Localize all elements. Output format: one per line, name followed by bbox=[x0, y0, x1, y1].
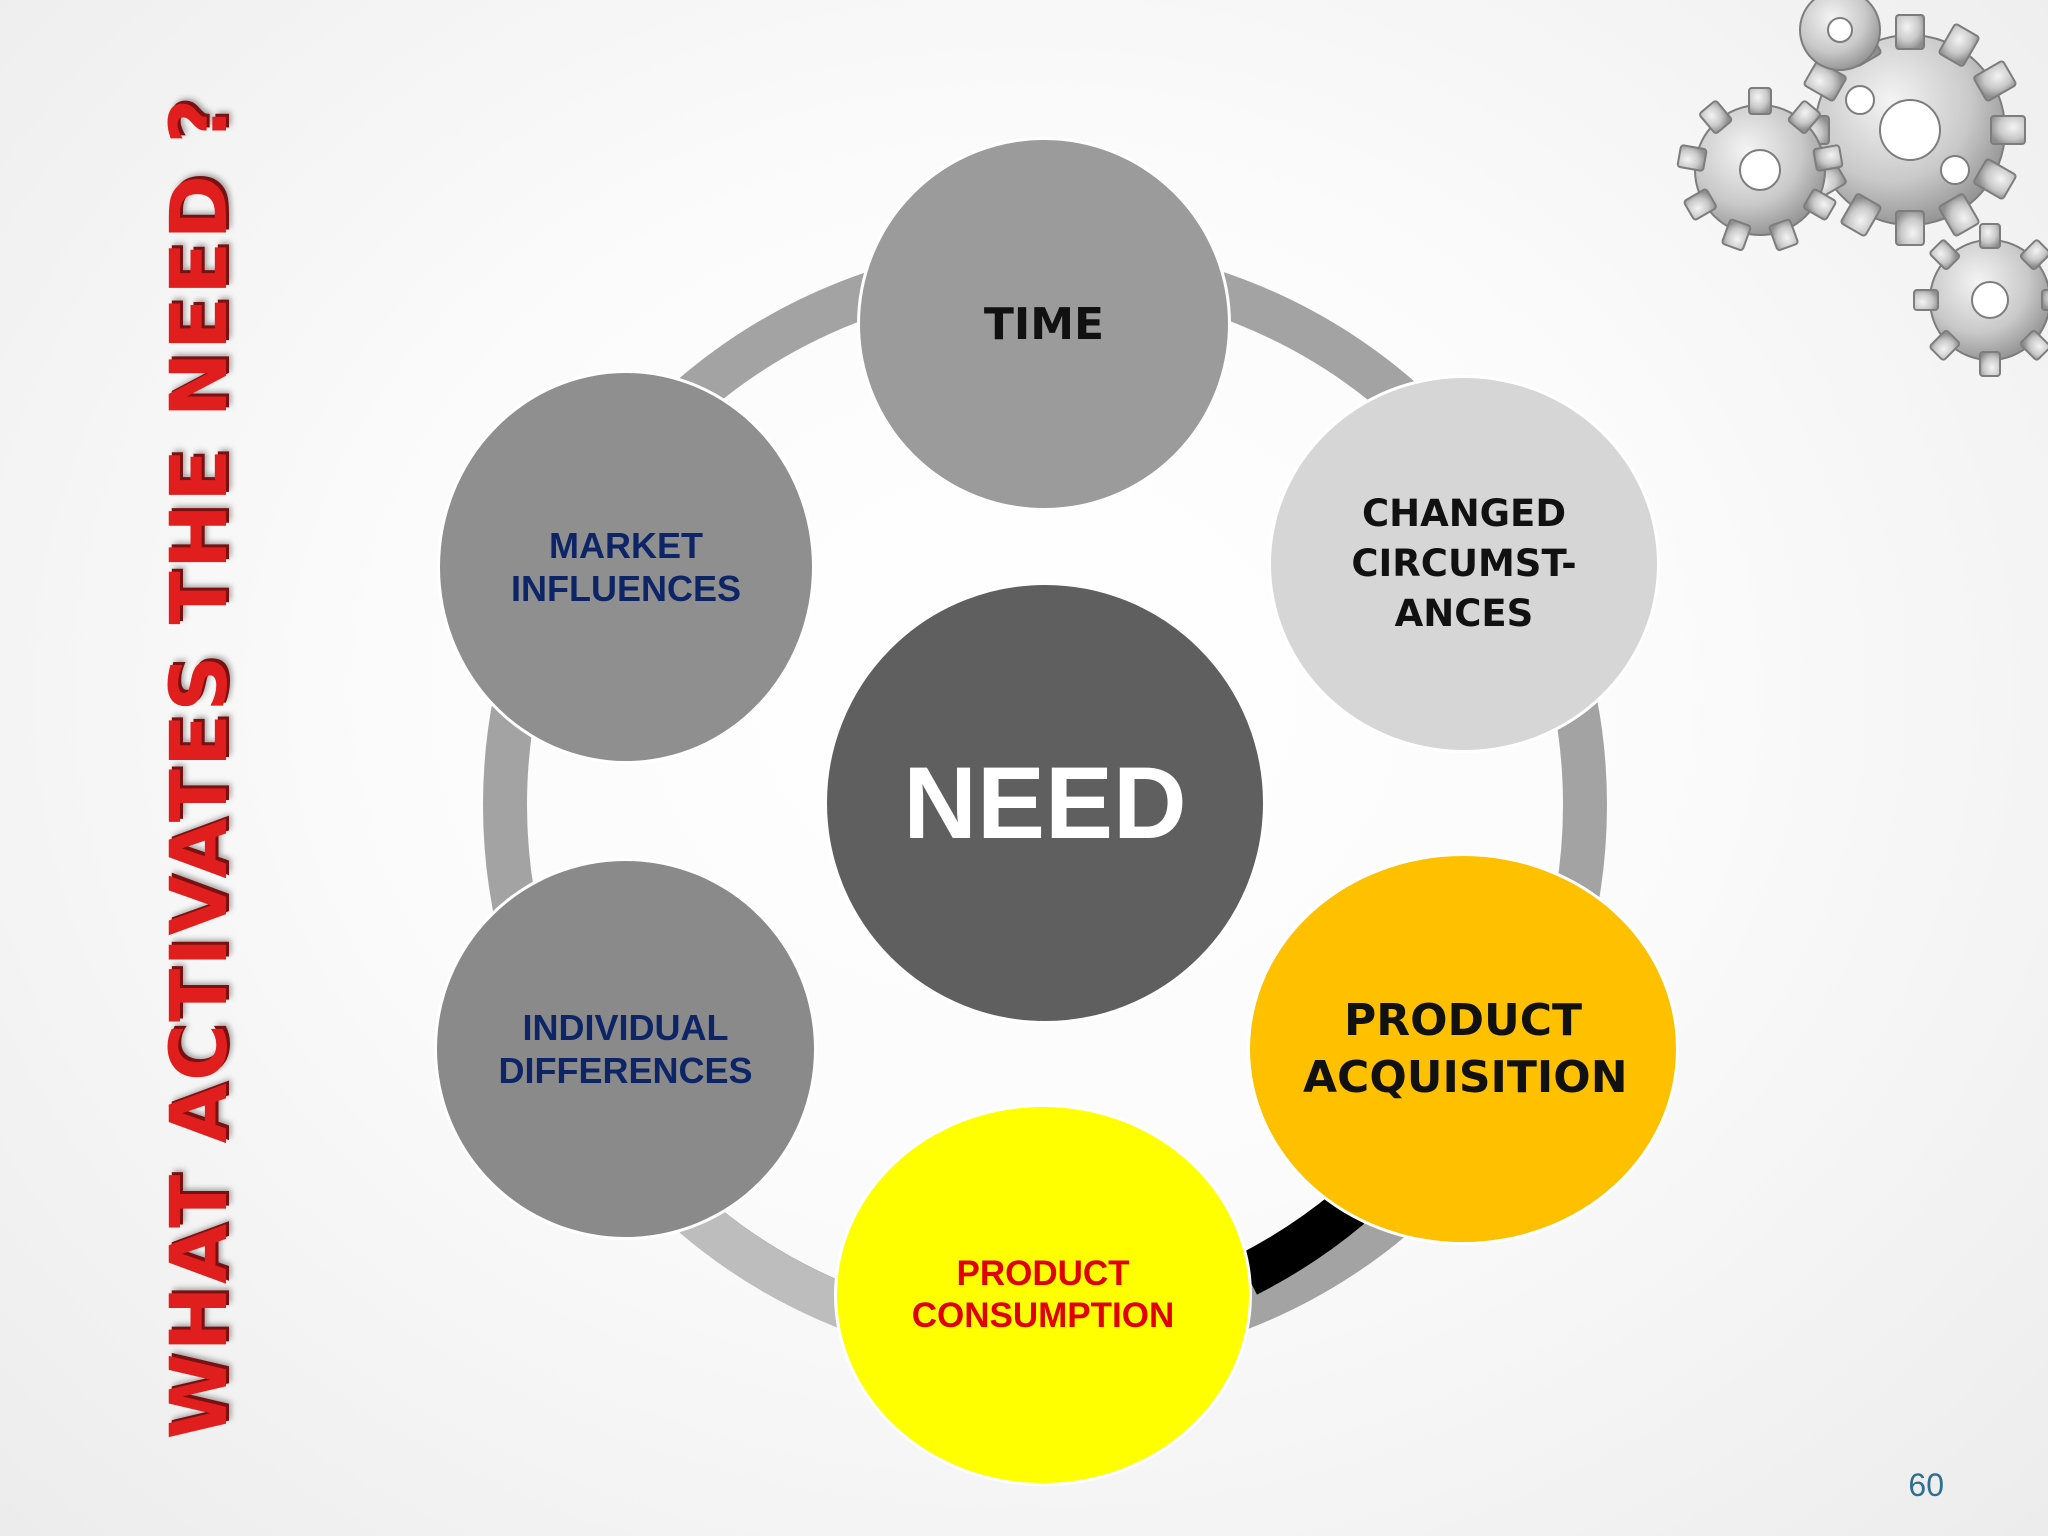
individual-differences-node: INDIVIDUAL DIFFERENCES bbox=[434, 858, 817, 1240]
product-consumption-label: PRODUCT CONSUMPTION bbox=[911, 1254, 1175, 1335]
market-influences-label: MARKET INFLUENCES bbox=[510, 524, 741, 609]
gears-decoration-icon bbox=[1676, 0, 2048, 377]
need-center-node: NEED bbox=[824, 582, 1266, 1024]
page-number: 60 bbox=[1908, 1467, 1944, 1503]
changed-circumstances-node: CHANGED CIRCUMST-ANCES bbox=[1268, 375, 1660, 753]
individual-differences-label: INDIVIDUAL DIFFERENCES bbox=[498, 1006, 753, 1091]
market-influences-node: MARKET INFLUENCES bbox=[437, 370, 815, 764]
product-acquisition-label: PRODUCT ACQUISITION bbox=[1303, 994, 1628, 1103]
time-node: TIME bbox=[857, 137, 1231, 511]
time-label: TIME bbox=[983, 298, 1105, 350]
light-arc bbox=[679, 1199, 854, 1328]
product-consumption-node: PRODUCT CONSUMPTION bbox=[834, 1104, 1252, 1486]
need-label: NEED bbox=[903, 745, 1187, 860]
changed-circumstances-label: CHANGED CIRCUMST-ANCES bbox=[1351, 491, 1577, 636]
product-acquisition-node: PRODUCT ACQUISITION bbox=[1247, 853, 1679, 1245]
